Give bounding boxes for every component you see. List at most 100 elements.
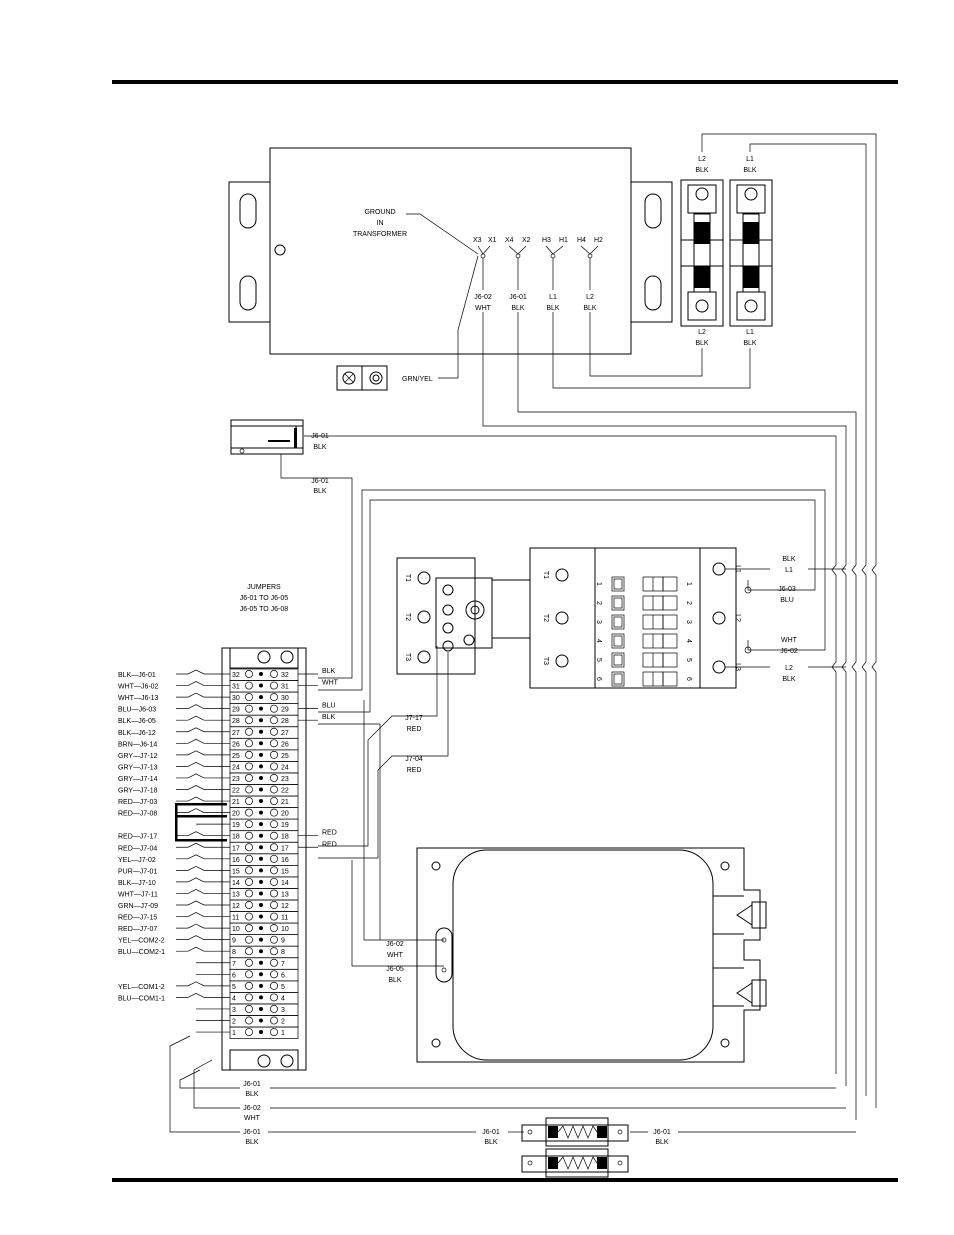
terminal-number-right: 25 — [281, 753, 289, 760]
motor-lead-2-b: BLK — [388, 977, 402, 984]
top-rule — [112, 80, 898, 84]
terminal-left-label: WHT—J7-11 — [118, 891, 158, 898]
ground-note-1: GROUND — [364, 209, 395, 216]
fuse-top-1-a: L2 — [698, 156, 706, 163]
contactor-l2: L2 — [734, 614, 741, 622]
terminal-right-wire-label: RED — [322, 841, 337, 848]
terminal-right-wire-label: BLK — [322, 714, 336, 721]
terminal-number-left: 8 — [232, 949, 236, 956]
terminal-number-left: 18 — [232, 834, 240, 841]
terminal-number-left: 27 — [232, 730, 240, 737]
terminal-left-label: GRY—J7-12 — [118, 753, 158, 760]
contactor-lbl-3-a: WHT — [781, 637, 798, 644]
fuse-bottom-1-a: L2 — [698, 329, 706, 336]
terminal-left-label: BRN—J6-14 — [118, 741, 157, 748]
contactor-lbl-2-a: J6-03 — [778, 586, 796, 593]
terminal-number-right: 20 — [281, 811, 289, 818]
contactor-t2: T2 — [542, 614, 549, 622]
terminal-left-label: GRN—J7-09 — [118, 903, 158, 910]
jumper-bar — [175, 803, 227, 806]
bottom-lead-2-a: J6-02 — [243, 1105, 261, 1112]
bottom-lead-3-b: BLK — [245, 1139, 259, 1146]
fuse-holders: L2 BLK L1 BLK L2 BLK L1 BLK — [680, 156, 773, 347]
terminal-number-right: 22 — [281, 788, 289, 795]
bottom-lead-5-a: J6-01 — [653, 1129, 671, 1136]
terminal-number-left: 24 — [232, 764, 240, 771]
term-h1: H1 — [559, 237, 568, 244]
terminal-left-label: YEL—COM2-2 — [118, 938, 165, 945]
contactor-t1: T1 — [542, 571, 549, 579]
terminal-number-right: 13 — [281, 891, 289, 898]
terminal-number-right: 32 — [281, 672, 289, 679]
terminal-number-right: 8 — [281, 949, 285, 956]
terminal-row: 13 13 — [229, 888, 299, 901]
terminal-number-left: 12 — [232, 903, 240, 910]
bottom-lead-2-b: WHT — [244, 1115, 261, 1122]
terminal-number-left: 15 — [232, 868, 240, 875]
terminal-number-right: 5 — [281, 984, 285, 991]
relay-lead-2-a: J7-04 — [405, 756, 423, 763]
fuse-bottom-1-b: BLK — [695, 340, 709, 347]
terminal-number-left: 10 — [232, 926, 240, 933]
terminal-left-label: GRY—J7-14 — [118, 776, 158, 783]
aux-number-left: 2 — [595, 601, 602, 605]
lead-1-b: WHT — [475, 305, 492, 312]
terminal-number-left: 23 — [232, 776, 240, 783]
terminal-left-label: YEL—COM1-2 — [118, 984, 165, 991]
terminal-number-right: 7 — [281, 961, 285, 968]
bottom-lead-5-b: BLK — [655, 1139, 669, 1146]
terminal-right-wire-label: RED — [322, 830, 337, 837]
terminal-number-right: 17 — [281, 845, 289, 852]
transformer: GROUND IN TRANSFORMER X3 X1 X4 X2 H3 H1 … — [228, 147, 673, 355]
terminal-number-right: 24 — [281, 764, 289, 771]
contactor-lbl-1-a: BLK — [782, 556, 796, 563]
terminal-number-right: 9 — [281, 938, 285, 945]
terminal-number-left: 11 — [232, 915, 239, 922]
terminal-number-left: 13 — [232, 891, 240, 898]
terminal-number-left: 2 — [232, 1019, 236, 1026]
terminal-number-left: 7 — [232, 961, 236, 968]
terminal-left-label: BLU—J6-03 — [118, 707, 156, 714]
lead-1-a: J6-02 — [474, 294, 492, 301]
jumpers-title: JUMPERS — [247, 584, 281, 591]
terminal-number-left: 6 — [232, 972, 236, 979]
terminal-left-label: PUR—J7-01 — [118, 868, 157, 875]
terminal-number-left: 14 — [232, 880, 240, 887]
terminal-number-right: 6 — [281, 972, 285, 979]
terminal-number-left: 25 — [232, 753, 240, 760]
terminal-right-wire-label: BLU — [322, 703, 336, 710]
aux-number-left: 6 — [595, 677, 602, 681]
aux-number-right: 5 — [685, 658, 692, 662]
terminal-number-right: 4 — [281, 995, 285, 1002]
terminal-number-right: 19 — [281, 822, 289, 829]
terminal-right-wire-label: BLK — [322, 668, 336, 675]
terminal-number-left: 5 — [232, 984, 236, 991]
motor — [416, 847, 767, 1063]
terminal-number-right: 31 — [281, 684, 289, 691]
terminal-left-label: RED—J7-15 — [118, 915, 157, 922]
term-x1: X1 — [488, 237, 497, 244]
jumpers-line-1: J6-01 TO J6-05 — [240, 595, 288, 602]
aux-number-right: 2 — [685, 601, 692, 605]
lead-3-b: BLK — [546, 305, 560, 312]
terminal-left-label: WHT—J6-13 — [118, 695, 159, 702]
